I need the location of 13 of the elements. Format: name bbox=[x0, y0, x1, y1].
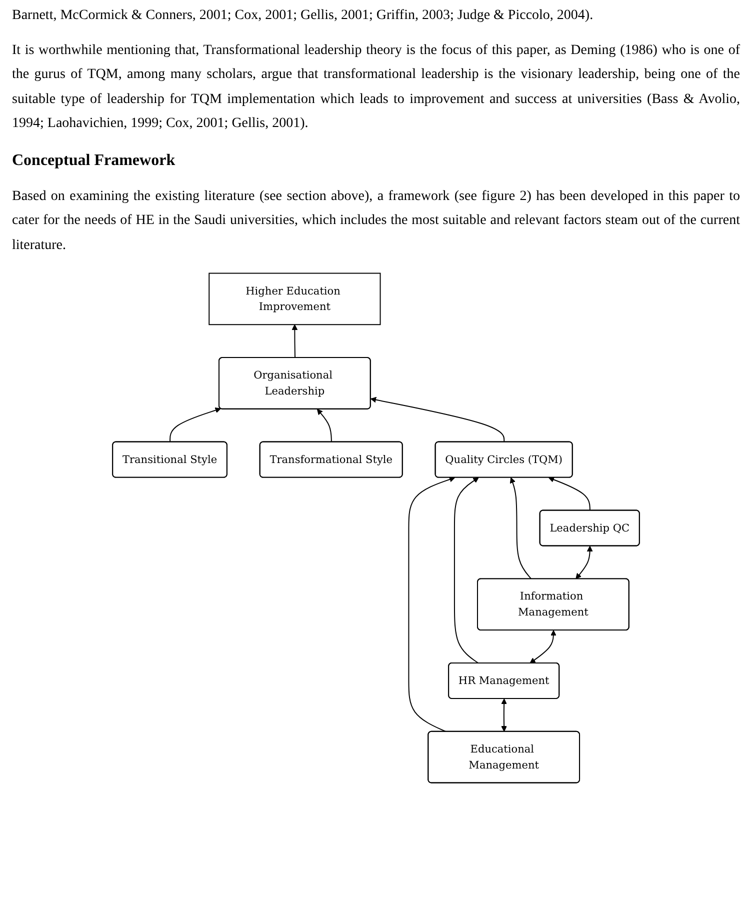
process-box: Information Management bbox=[477, 578, 630, 631]
process-box: Quality Circles (TQM) bbox=[434, 441, 573, 478]
paragraph: Barnett, McCormick & Conners, 2001; Cox, 2001; Gellis, 2001; Griffin, 2003; Judge & Piccolo, 2004). bbox=[12, 7, 594, 25]
process-box: Transformational Style bbox=[259, 441, 403, 478]
section-heading: Conceptual Framework bbox=[12, 150, 176, 170]
process-box: Higher Education Improvement bbox=[208, 272, 381, 326]
process-box: Leadership QC bbox=[539, 510, 640, 546]
paragraph: Based on examining the existing literature (see section above), a framework (see figure 2) has been developed in this paper to cater for the needs of HE in the Saudi universities, which includes the most suitable and relevant factors steam out of the current literature. bbox=[12, 188, 740, 254]
process-box: Educational Management bbox=[428, 730, 580, 784]
process-box: HR Management bbox=[448, 662, 560, 699]
paragraph: It is worthwhile mentioning that, Transformational leadership theory is the focus of this paper, as Deming (1986) who is one of the gurus of TQM, among many scholars, argue that transformational leadership is the visionary leadership, being one of the suitable type of leadership for TQM implementation which leads to improvement and success at universities (Bass & Avolio, 1994; Laohavichien, 1999; Cox, 2001; Gellis, 2001). bbox=[12, 42, 740, 133]
process-box: Transitional Style bbox=[112, 441, 228, 478]
process-box: Organisational Leadership bbox=[218, 357, 371, 410]
